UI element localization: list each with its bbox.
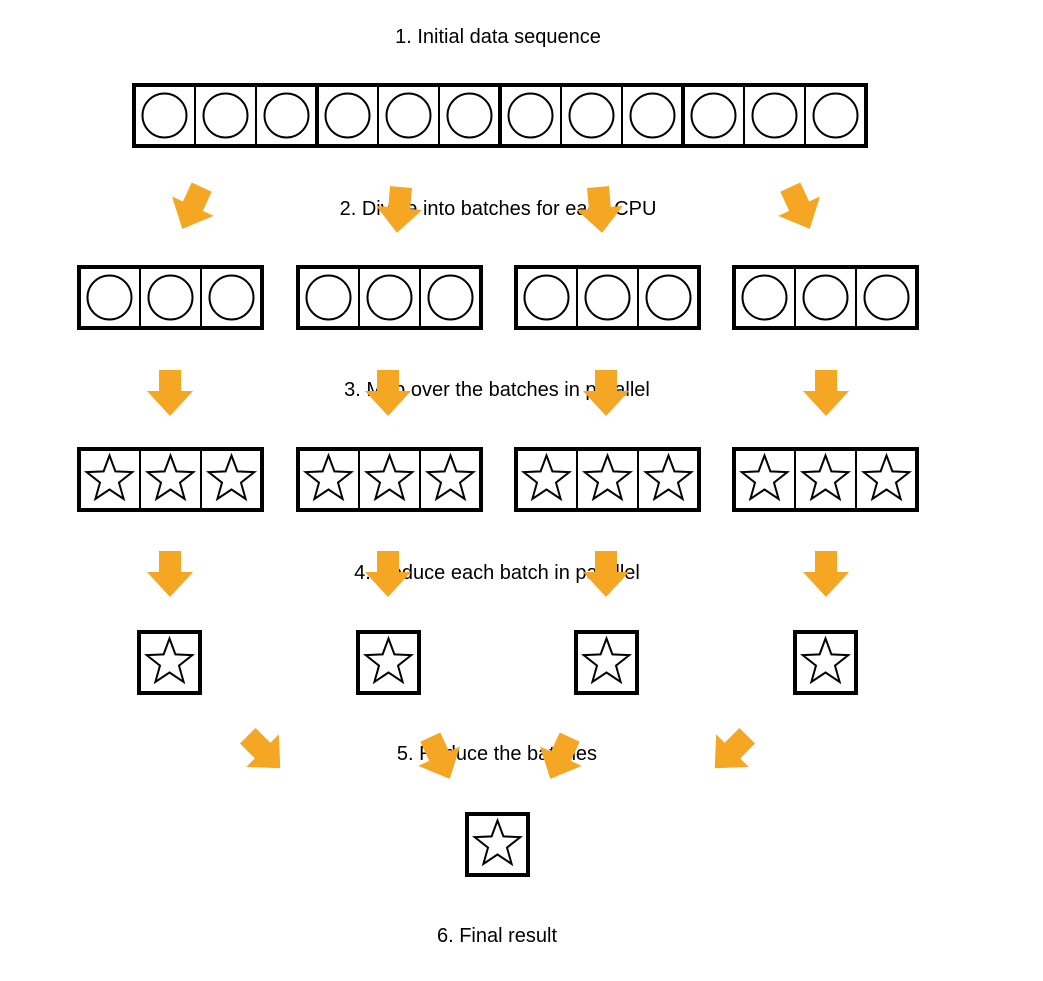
sequence-item-circle [690,92,737,139]
sequence-item-circle [812,92,859,139]
step-1-label: 1. Initial data sequence [395,26,601,48]
mapped-batch-2-item-star [363,452,416,502]
sequence-group-frame [681,83,868,148]
batch-4-frame [732,265,919,330]
sequence-item-circle [629,92,676,139]
mapped-batch-4-item-star [860,452,913,502]
final-result [465,812,530,877]
flow-arrow-5 [147,370,193,416]
batch-4 [733,266,918,329]
final-item-star [471,817,524,867]
sequence-item-circle [141,92,188,139]
sequence-item-circle [751,92,798,139]
batch-3-item-circle [584,274,631,321]
sequence [133,84,867,147]
flow-arrow-2 [376,186,423,233]
batch-4-item-circle [863,274,910,321]
step-4-label: 4. Reduce each batch in parallel [354,562,640,584]
mapped-batch-4-item-star [738,452,791,502]
flow-arrow-15 [540,732,582,779]
batch-3-item-circle [523,274,570,321]
flow-arrow-12 [803,551,849,597]
final-result-frame [465,812,530,877]
reduced-batch-3-frame [574,630,639,695]
flow-arrow-3 [576,186,623,233]
mapped-batch-1-frame [77,447,264,512]
batch-4-item-circle [741,274,788,321]
mapped-batch-3-frame [514,447,701,512]
batch-2-item-circle [366,274,413,321]
flow-arrow-13 [239,727,281,769]
final [466,813,529,876]
input-batches [77,265,919,330]
mapped-batch-2 [297,448,482,511]
reduced-batch-2-item-star [362,635,415,685]
mapped-batch-1-item-star [144,452,197,502]
mapped-batch-2-item-star [302,452,355,502]
batch-4-item-circle [802,274,849,321]
flow-arrow-14 [418,732,460,779]
reduced-batch-1-frame [137,630,202,695]
sequence-item-circle [385,92,432,139]
mapped-batch-4 [733,448,918,511]
mapped-batch-3 [515,448,700,511]
sequence-item-circle [202,92,249,139]
mapped-batch-3-item-star [581,452,634,502]
step-2-label: 2. Divide into batches for each CPU [340,198,657,220]
reduced-batch-1 [138,631,201,694]
flow-arrow-11 [583,551,629,597]
reduced-batches [137,630,858,695]
batch-3 [515,266,700,329]
flow-arrow-7 [583,370,629,416]
batch-3-frame [514,265,701,330]
sequence-item-circle [446,92,493,139]
flow-arrow-9 [147,551,193,597]
mapped-batch-1-item-star [205,452,258,502]
sequence-item-circle [507,92,554,139]
flow-arrow-4 [778,182,820,229]
mapped-batch-2-item-star [424,452,477,502]
batch-2-frame [296,265,483,330]
sequence-item-circle [263,92,310,139]
flow-arrows [147,182,849,779]
flow-arrow-6 [365,370,411,416]
sequence-item-circle [324,92,371,139]
batch-1-item-circle [147,274,194,321]
flow-arrow-16 [714,727,756,769]
batch-2-item-circle [427,274,474,321]
step-6-label: 6. Final result [437,925,557,947]
reduced-batch-4 [794,631,857,694]
step-3-label: 3. Map over the batches in parallel [344,379,650,401]
mapped-batch-4-item-star [799,452,852,502]
batch-1-item-circle [86,274,133,321]
batch-1-frame [77,265,264,330]
reduced-batch-4-item-star [799,635,852,685]
mapped-batch-2-frame [296,447,483,512]
flow-arrow-8 [803,370,849,416]
initial-sequence [132,83,868,148]
reduced-batch-1-item-star [143,635,196,685]
batch-1 [78,266,263,329]
batch-2 [297,266,482,329]
mapped-batches [77,447,919,512]
batch-1-item-circle [208,274,255,321]
sequence-item-circle [568,92,615,139]
mapped-batch-1 [78,448,263,511]
reduced-batch-4-frame [793,630,858,695]
flow-arrow-10 [365,551,411,597]
batch-2-item-circle [305,274,352,321]
reduced-batch-3-item-star [580,635,633,685]
mapped-batch-3-item-star [642,452,695,502]
reduced-batch-2 [357,631,420,694]
reduced-batch-3 [575,631,638,694]
mapped-batch-4-frame [732,447,919,512]
mapped-batch-3-item-star [520,452,573,502]
batch-3-item-circle [645,274,692,321]
reduced-batch-2-frame [356,630,421,695]
flow-arrow-1 [172,182,214,229]
mapped-batch-1-item-star [83,452,136,502]
